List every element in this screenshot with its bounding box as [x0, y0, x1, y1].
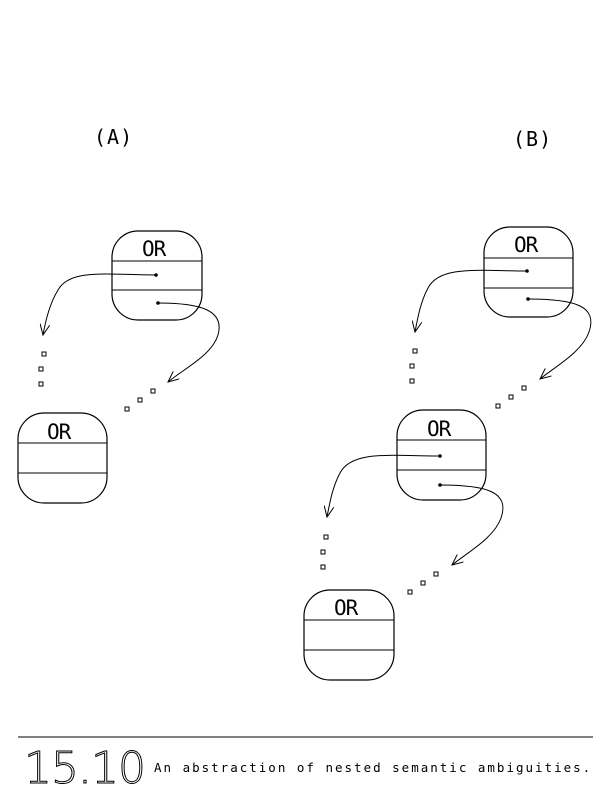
- panel-a: OR OR: [17, 230, 220, 504]
- ellipsis-dots: [409, 348, 418, 384]
- or-node-label: OR: [514, 233, 539, 257]
- pointer-arrow: [156, 301, 220, 382]
- panel-label-b: (B): [513, 127, 552, 151]
- figure-number: 15.10: [24, 743, 145, 792]
- ellipsis-dots: [124, 388, 156, 412]
- pointer-arrow: [415, 269, 529, 332]
- ellipsis-dots: [407, 571, 439, 595]
- pointer-arrow: [327, 454, 442, 517]
- ellipsis-dots: [38, 351, 47, 387]
- or-node: OR: [483, 226, 574, 318]
- or-node-label: OR: [427, 417, 452, 441]
- or-node: OR: [303, 589, 395, 681]
- or-node: OR: [17, 412, 108, 504]
- pointer-arrow: [438, 483, 504, 565]
- or-node-label: OR: [142, 237, 167, 261]
- or-node-label: OR: [47, 420, 72, 444]
- figure-caption: An abstraction of nested semantic ambigu…: [154, 760, 592, 775]
- pointer-arrow: [526, 297, 592, 379]
- ellipsis-dots: [320, 534, 329, 570]
- panel-b: OR OR: [303, 226, 592, 681]
- or-node-label: OR: [334, 596, 359, 620]
- pointer-arrow: [43, 273, 158, 335]
- panel-label-a: (A): [94, 125, 133, 149]
- ellipsis-dots: [495, 385, 527, 409]
